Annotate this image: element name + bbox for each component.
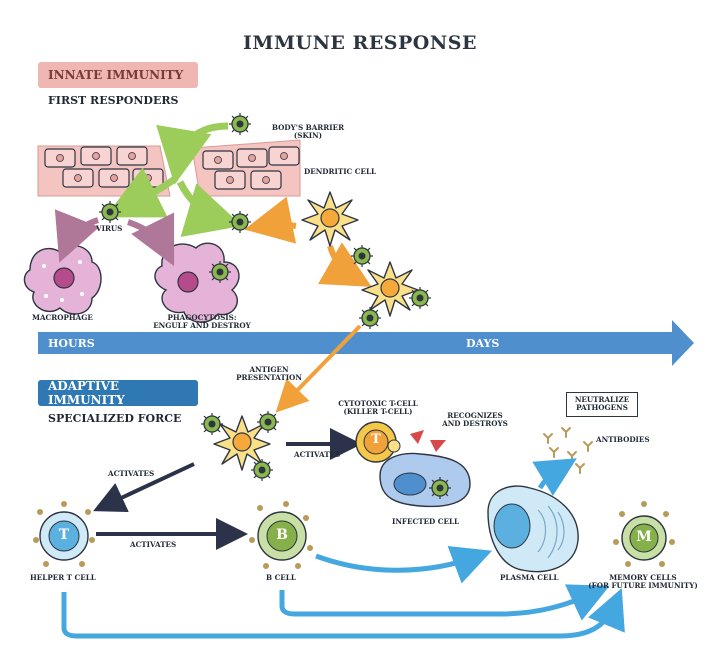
virus-entering	[228, 112, 252, 136]
label-activates-right: ACTIVATES	[294, 450, 341, 459]
antibodies-icon	[543, 427, 593, 474]
blue-arrow-helper-to-memory	[61, 588, 625, 639]
antigen-presentation-arrow	[275, 324, 362, 413]
helper-t-cell	[33, 501, 95, 567]
page-title: IMMUNE RESPONSE	[243, 32, 477, 54]
purple-arrow-left	[54, 209, 100, 263]
timeline-start-label: HOURS	[48, 337, 95, 350]
label-macrophage: MACROPHAGE	[32, 313, 93, 322]
memory-cell-letter: M	[636, 529, 652, 545]
destroy-marks-icon	[410, 430, 446, 452]
label-phagocytosis-line2: ENGULF AND DESTROY	[153, 321, 251, 331]
label-phagocytosis: PHAGOCYTOSIS: ENGULF AND DESTROY	[150, 313, 254, 331]
memory-cell	[613, 501, 675, 567]
skin-barrier-left	[37, 145, 171, 197]
neutralize-box: NEUTRALIZE PATHOGENS	[566, 392, 638, 417]
label-memory-line2: (FOR FUTURE IMMUNITY)	[588, 581, 698, 591]
adaptive-subtitle: SPECIALIZED FORCE	[48, 412, 182, 425]
macrophage	[23, 244, 102, 315]
label-activates-bottom: ACTIVATES	[130, 540, 177, 549]
label-activates-left: ACTIVATES	[108, 469, 155, 478]
label-recognizes: RECOGNIZES AND DESTROYS	[436, 411, 514, 429]
label-antibodies: ANTIBODIES	[596, 435, 650, 444]
b-cell	[249, 501, 313, 569]
label-body-barrier: BODY'S BARRIER (SKIN)	[271, 123, 345, 141]
label-antigen-presentation: ANTIGEN PRESENTATION	[224, 365, 314, 383]
orange-arrow-to-virus	[244, 196, 297, 244]
label-cytotoxic-line1: CYTOTOXIC T-CELL	[338, 399, 418, 408]
dendritic-cell-adaptive	[200, 410, 280, 482]
innate-immunity-banner: INNATE IMMUNITY	[38, 62, 198, 88]
timeline-end-label: DAYS	[466, 337, 500, 350]
b-cell-letter: B	[276, 527, 288, 543]
label-memory-line1: MEMORY CELLS	[609, 573, 677, 582]
label-phagocytosis-line1: PHAGOCYTOSIS:	[167, 313, 237, 322]
label-infected-cell: INFECTED CELL	[392, 517, 460, 526]
skin-barrier-right	[191, 139, 301, 197]
label-antigen-line2: PRESENTATION	[236, 373, 302, 383]
innate-subtitle: FIRST RESPONDERS	[48, 94, 179, 107]
dendritic-cell-activated	[350, 244, 432, 330]
adaptive-immunity-banner: ADAPTIVE IMMUNITY	[38, 379, 198, 407]
plasma-cell	[487, 485, 579, 573]
virus-free	[98, 200, 122, 224]
green-arrow-right	[176, 180, 243, 237]
orange-arrow-down	[318, 242, 372, 287]
blue-arrow-plasma-to-antibodies	[532, 458, 577, 497]
label-cytotoxic-line2: (KILLER T-CELL)	[343, 407, 413, 417]
green-arrow-left	[105, 167, 179, 218]
virus-captured	[228, 210, 252, 234]
killer-t-cell	[355, 421, 401, 463]
label-plasma-cell: PLASMA CELL	[500, 573, 559, 582]
label-neutralize-line2: PATHOGENS	[576, 403, 628, 413]
label-recognizes-line2: AND DESTROYS	[442, 419, 508, 429]
timeline-arrow	[38, 320, 694, 366]
blue-arrow-b-to-plasma	[315, 546, 493, 584]
infected-cell	[379, 452, 471, 508]
phagocyte	[154, 242, 240, 323]
killer-t-letter: T	[371, 432, 381, 447]
label-neutralize-line1: NEUTRALIZE	[574, 395, 630, 404]
helper-t-letter: T	[58, 527, 70, 543]
label-cytotoxic: CYTOTOXIC T-CELL (KILLER T-CELL)	[330, 399, 426, 417]
dark-arrow-to-helper	[93, 462, 195, 513]
label-recognizes-line1: RECOGNIZES	[447, 411, 503, 420]
label-b-cell: B CELL	[266, 573, 296, 582]
green-arrow-entry	[156, 122, 229, 185]
purple-arrow-right	[127, 212, 175, 267]
label-memory-cells: MEMORY CELLS (FOR FUTURE IMMUNITY)	[584, 573, 702, 591]
label-antigen-line1: ANTIGEN	[249, 365, 289, 374]
dendritic-cell-innate	[301, 191, 359, 247]
label-virus: VIRUS	[96, 224, 123, 233]
blue-arrow-b-to-memory	[279, 584, 610, 621]
label-helper-t-cell: HELPER T CELL	[30, 573, 96, 582]
label-dendritic-cell: DENDRITIC CELL	[304, 167, 377, 176]
